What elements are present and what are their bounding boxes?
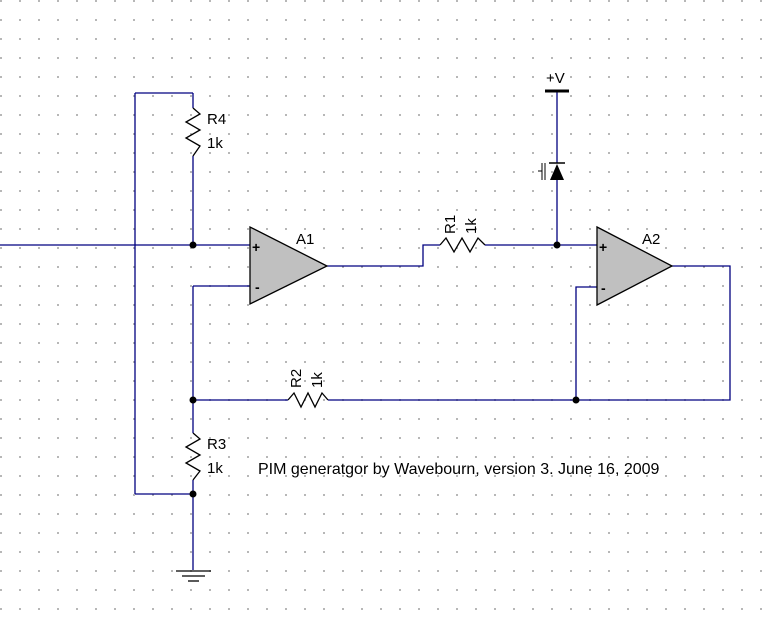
opamp-a2-triangle-icon	[596, 225, 674, 307]
schematic-caption: PIM generatgor by Wavebourn, version 3. …	[258, 461, 660, 478]
resistor-r2: R2 1k	[287, 369, 329, 409]
junction-dot	[553, 241, 561, 249]
supply-label: +V	[546, 70, 565, 87]
a1-output-wire	[327, 244, 440, 267]
r3-value: 1k	[207, 460, 223, 477]
opamp-a1: + - A1	[249, 225, 329, 306]
r2-name: R2	[288, 369, 305, 388]
r2-zigzag-icon	[287, 391, 329, 409]
resistor-r1: R1 1k	[439, 215, 486, 254]
diode	[538, 162, 565, 180]
a2-minus-wire	[575, 286, 597, 400]
a2-name: A2	[642, 231, 660, 248]
r2-value: 1k	[309, 372, 326, 388]
r1-zigzag-icon	[439, 236, 486, 254]
junction-dot	[189, 396, 197, 404]
a1-plus-sign: +	[252, 239, 260, 255]
r1-name: R1	[442, 215, 459, 234]
junction-dot	[189, 490, 197, 498]
junction-dot	[189, 241, 197, 249]
r3-name: R3	[207, 436, 226, 453]
a1-name: A1	[296, 231, 314, 248]
resistor-r3: R3 1k	[184, 432, 226, 481]
a1-minus-sign: -	[255, 279, 260, 295]
r3-zigzag-icon	[184, 432, 202, 481]
a2-plus-sign: +	[599, 239, 607, 255]
resistor-r4: R4 1k	[184, 107, 226, 157]
supply-terminal: +V	[545, 70, 569, 93]
r4-zigzag-icon	[184, 107, 202, 157]
r4-name: R4	[207, 111, 226, 128]
a2-minus-sign: -	[601, 280, 606, 296]
junction-dot	[572, 396, 580, 404]
opamp-a1-triangle-icon	[249, 225, 329, 306]
r1-value: 1k	[463, 218, 480, 234]
ground-symbol-icon	[176, 570, 211, 582]
opamp-a2: + - A2	[596, 225, 674, 307]
junctions	[189, 241, 580, 498]
r4-value: 1k	[207, 135, 223, 152]
a2-output-wire	[576, 265, 731, 401]
diode-triangle-icon	[550, 164, 564, 180]
